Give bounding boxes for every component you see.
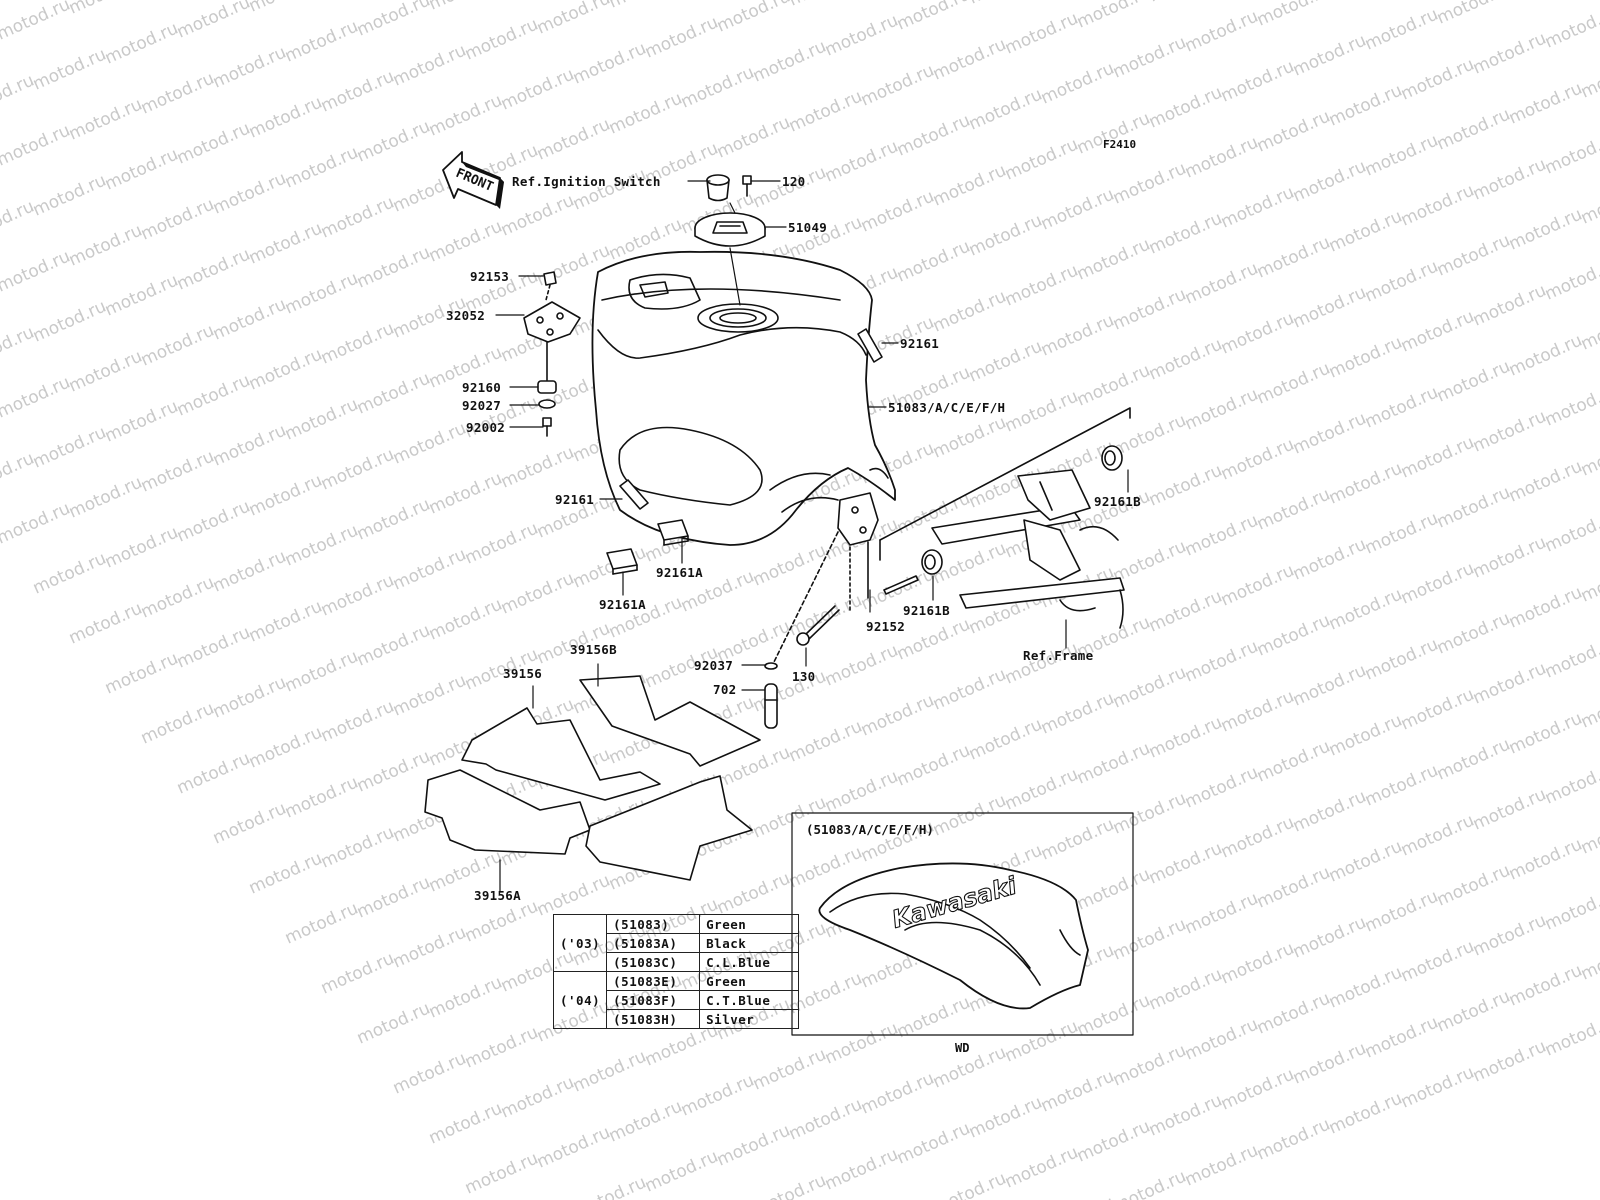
color-cell: Black	[699, 933, 800, 953]
leader-lines	[495, 180, 1129, 893]
pad-92161-top	[857, 328, 883, 363]
mat-39156	[461, 707, 661, 801]
table-row: (51083H) Silver	[554, 1009, 800, 1029]
wd-inset-tank: Kawasaki	[818, 862, 1089, 1010]
label-ref-ignition-switch: Ref.Ignition Switch	[512, 174, 661, 189]
color-cell: C.L.Blue	[699, 952, 800, 972]
collar-92161B-low	[921, 549, 943, 575]
year-cell: ('03)	[552, 914, 608, 972]
part-cell: (51083A)	[606, 933, 701, 953]
label-92037: 92037	[694, 658, 734, 673]
label-92161A-1: 92161A	[656, 565, 703, 580]
part-cell: (51083F)	[606, 990, 701, 1010]
label-702: 702	[713, 682, 737, 697]
label-92161B-top: 92161B	[1094, 494, 1141, 509]
frame-part	[879, 407, 1131, 629]
color-cell: Green	[699, 914, 800, 934]
label-39156A: 39156A	[474, 888, 521, 903]
label-39156: 39156	[503, 666, 543, 681]
table-row: (51083F) C.T.Blue	[554, 990, 800, 1010]
table-row: (51083A) Black	[554, 933, 800, 953]
label-ref-frame: Ref.Frame	[1023, 648, 1094, 663]
year-cell: ('04)	[552, 971, 608, 1029]
figure-code: F2410	[1103, 138, 1137, 151]
label-92161-left: 92161	[555, 492, 595, 507]
label-32052: 32052	[446, 308, 486, 323]
pin-92152	[883, 575, 919, 595]
label-51083: 51083/A/C/E/F/H	[888, 400, 1006, 415]
wd-inset-title: (51083/A/C/E/F/H)	[806, 822, 934, 837]
label-130: 130	[792, 669, 816, 684]
table-row: ('04) (51083E) Green	[552, 971, 800, 1029]
part-cell: (51083H)	[606, 1009, 701, 1029]
label-92027: 92027	[462, 398, 502, 413]
table-row: ('03) (51083) Green	[552, 914, 800, 972]
washer-92037	[764, 662, 778, 670]
label-92161A-2: 92161A	[599, 597, 646, 612]
part-cell: (51083C)	[606, 952, 701, 972]
label-92161B-low: 92161B	[903, 603, 950, 618]
label-92153: 92153	[470, 269, 510, 284]
mat-39156B	[579, 675, 761, 767]
ignition-switch-part	[706, 174, 730, 202]
fuel-cap-51049	[694, 212, 766, 247]
front-bracket-assembly	[523, 271, 581, 437]
label-92161-top: 92161	[900, 336, 940, 351]
pad-92161A-1	[657, 519, 689, 546]
bolt-130	[796, 605, 840, 646]
bolt-120	[742, 175, 752, 197]
wd-inset-caption: WD	[955, 1041, 970, 1055]
label-51049: 51049	[788, 220, 828, 235]
color-table: ('03) (51083) Green (51083A) Black (5108…	[552, 914, 800, 1029]
collar-92161B-top	[1101, 445, 1123, 471]
pad-92161-left	[619, 479, 649, 510]
rear-tank-bracket	[771, 492, 879, 667]
pad-92161A-2	[606, 548, 638, 575]
color-cell: Silver	[699, 1009, 800, 1029]
table-row: (51083C) C.L.Blue	[554, 952, 800, 972]
label-92160: 92160	[462, 380, 502, 395]
label-92002: 92002	[466, 420, 506, 435]
mat-39156A	[424, 769, 753, 881]
fuel-tank	[591, 250, 896, 546]
label-39156B: 39156B	[570, 642, 617, 657]
part-cell: (51083)	[606, 914, 701, 934]
front-arrow-icon: FRONT	[442, 151, 504, 209]
label-92152: 92152	[866, 619, 906, 634]
part-cell: (51083E)	[606, 971, 701, 991]
label-120: 120	[782, 174, 806, 189]
damper-702	[764, 683, 778, 729]
color-cell: C.T.Blue	[699, 990, 800, 1010]
color-cell: Green	[699, 971, 800, 991]
